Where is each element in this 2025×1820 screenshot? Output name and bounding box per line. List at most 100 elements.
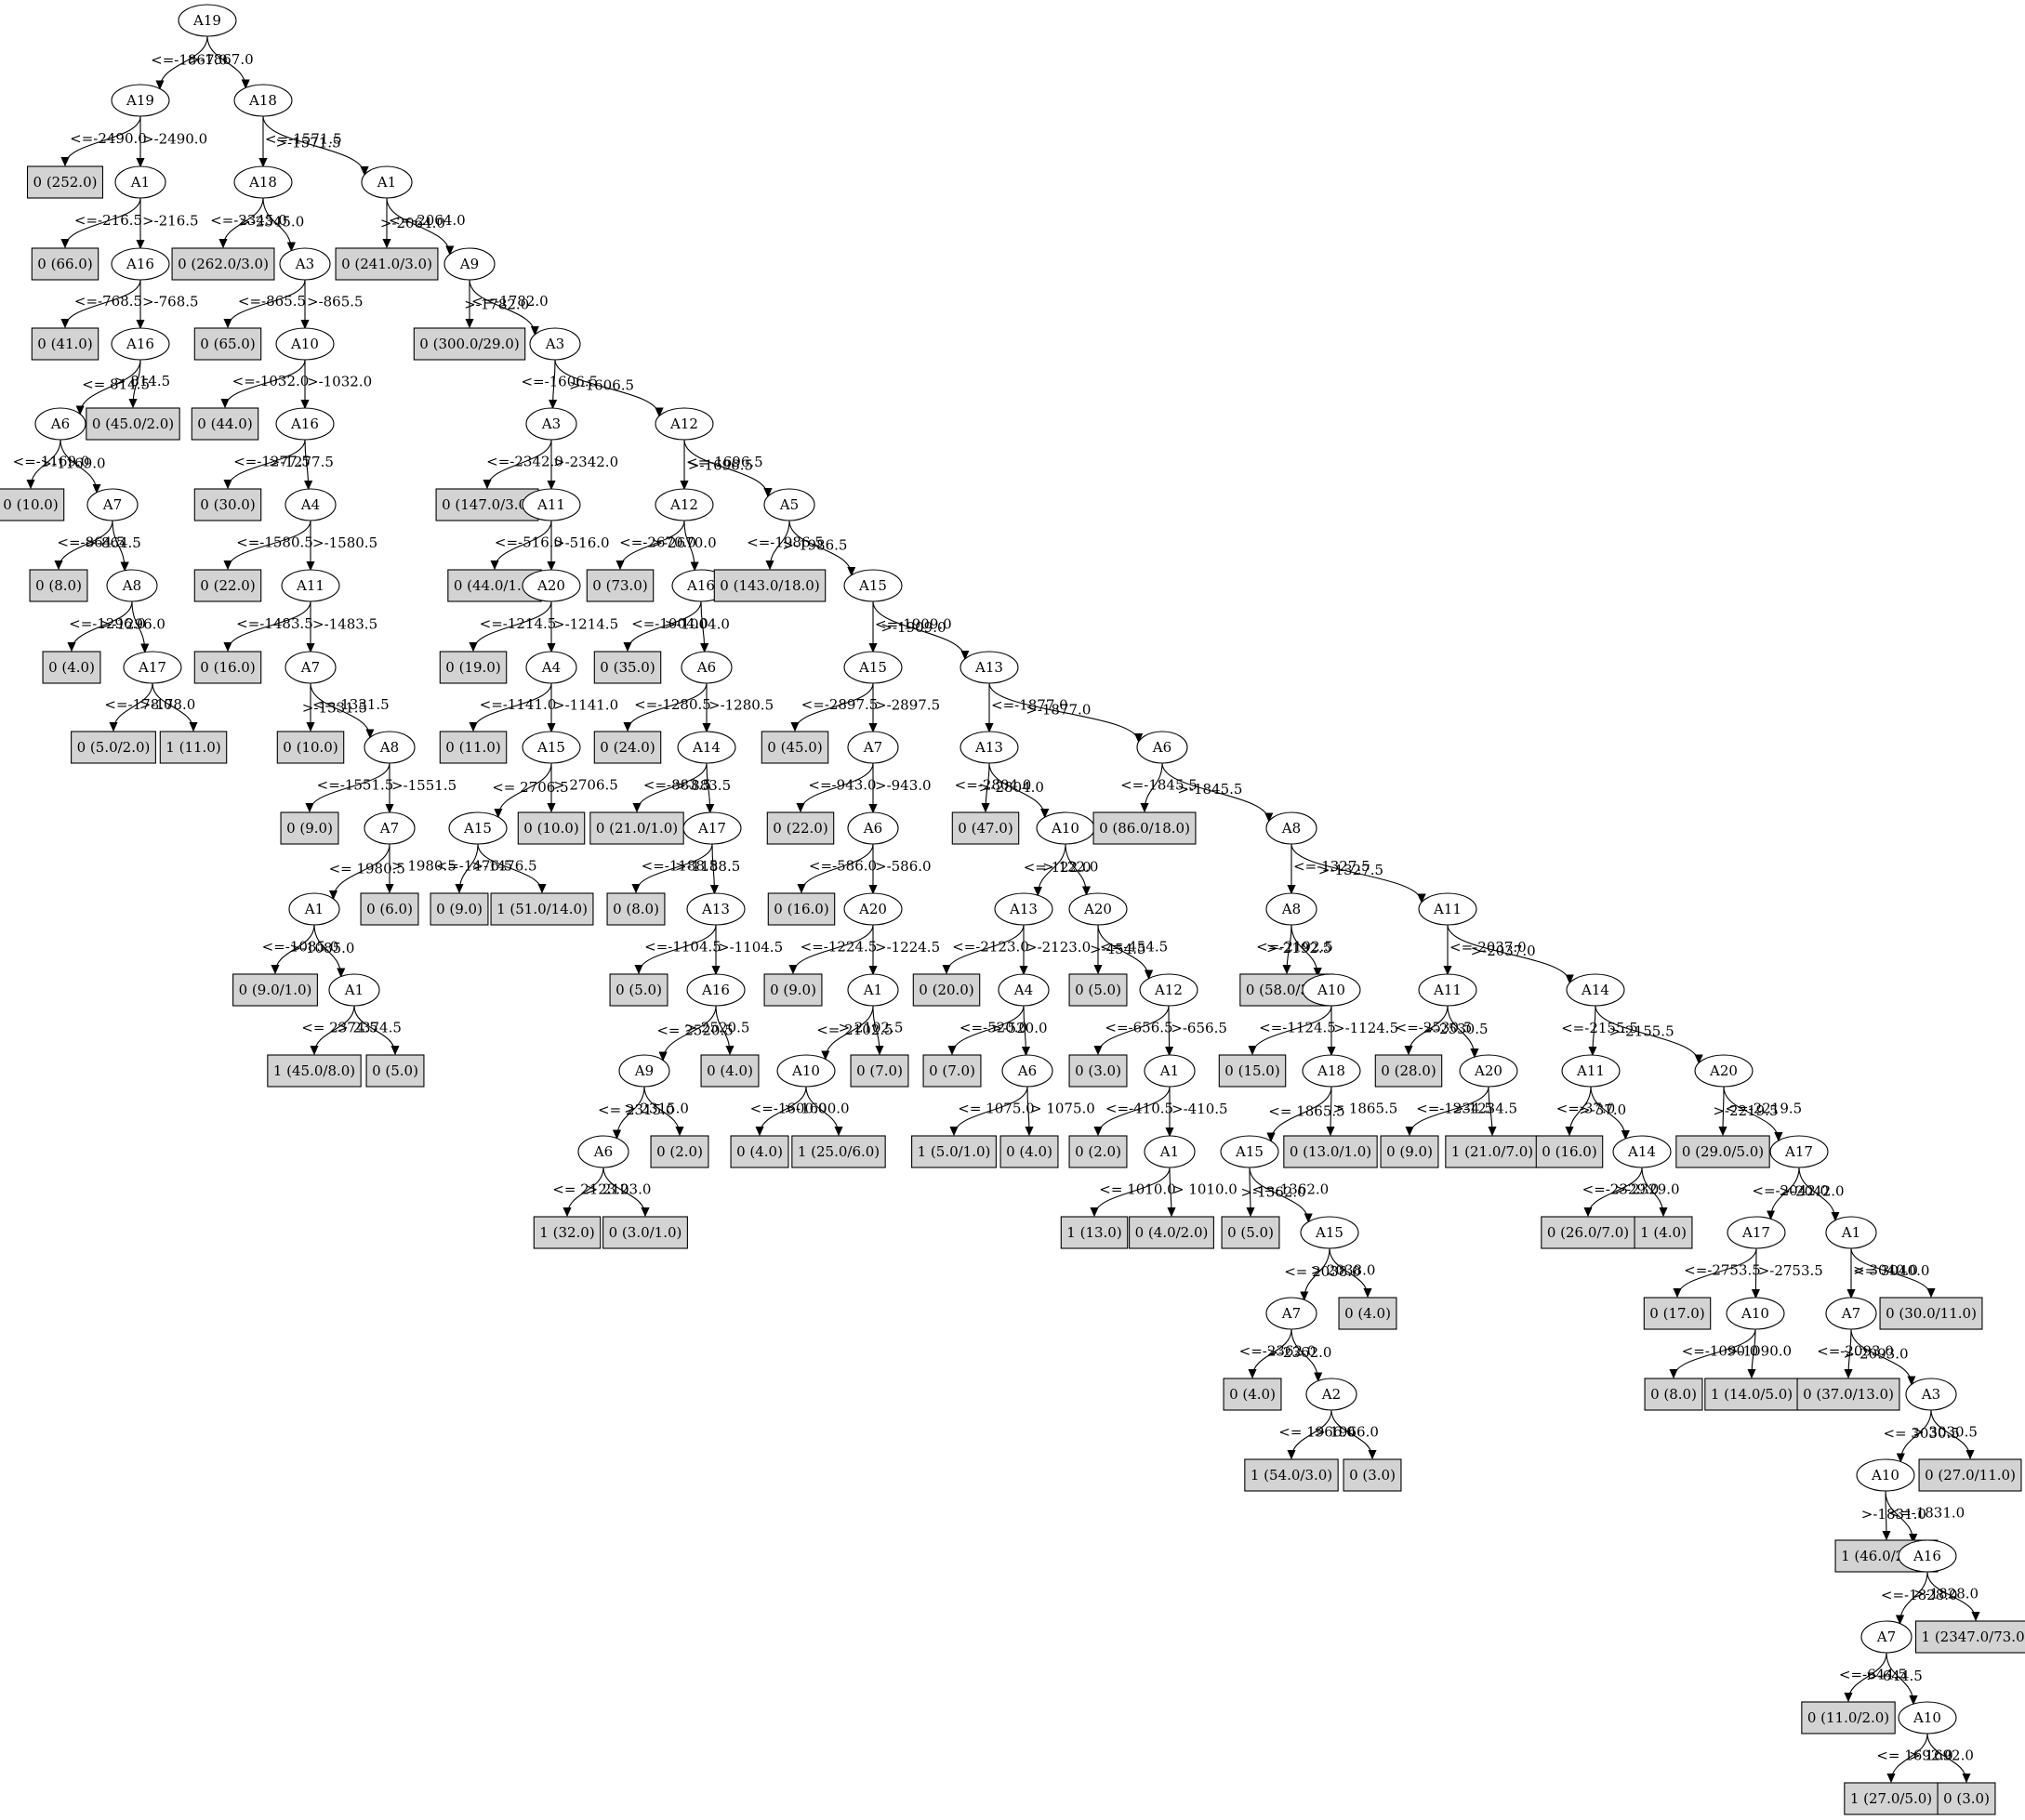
edge-arrow bbox=[1094, 1167, 1171, 1216]
leaf-box bbox=[1796, 1378, 1900, 1411]
leaf-node: 0 (17.0) bbox=[1643, 1297, 1712, 1330]
edge-label: >-520.0 bbox=[991, 1020, 1048, 1036]
edge-label: >-1090.0 bbox=[1727, 1342, 1792, 1359]
edge-arrow bbox=[275, 924, 315, 973]
edge-label: >-178.0 bbox=[139, 696, 196, 713]
leaf-box bbox=[276, 731, 345, 764]
leaf-label: 0 (22.0) bbox=[200, 577, 255, 594]
split-node: A8 bbox=[1265, 811, 1317, 845]
split-label: A6 bbox=[1017, 1062, 1037, 1079]
edge-arrow bbox=[1252, 1005, 1332, 1054]
leaf-box bbox=[86, 407, 180, 441]
leaf-node: 0 (65.0) bbox=[193, 327, 262, 361]
split-node: A3 bbox=[529, 327, 581, 361]
leaf-node: 1 (27.0/5.0) bbox=[1844, 1782, 1939, 1815]
split-ellipse bbox=[1825, 1216, 1877, 1249]
leaf-label: 0 (7.0) bbox=[929, 1062, 975, 1079]
split-ellipse bbox=[847, 731, 899, 764]
split-node: A11 bbox=[1561, 1054, 1621, 1088]
edge-arrow bbox=[683, 439, 768, 496]
leaf-label: 0 (35.0) bbox=[600, 659, 655, 676]
edge-label: <=-216.5 bbox=[74, 212, 142, 229]
edge-arrow bbox=[637, 762, 708, 811]
leaf-node: 0 (20.0) bbox=[912, 973, 981, 1007]
leaf-label: 0 (4.0) bbox=[48, 659, 95, 676]
edge-arrow bbox=[310, 762, 390, 811]
leaf-label: 0 (45.0) bbox=[767, 739, 822, 756]
edge-arrow bbox=[477, 843, 542, 892]
edge-label: > 2038.0 bbox=[1311, 1261, 1376, 1278]
edge-arrow bbox=[1330, 1086, 1331, 1135]
leaf-box bbox=[533, 1216, 602, 1249]
edge-arrow bbox=[1287, 924, 1292, 973]
edge-arrow bbox=[223, 197, 264, 247]
split-node: A15 bbox=[843, 569, 903, 602]
split-ellipse bbox=[34, 407, 86, 441]
split-label: A11 bbox=[536, 496, 565, 513]
edge-label: <= 1966.0 bbox=[1278, 1423, 1355, 1440]
split-label: A18 bbox=[248, 92, 277, 109]
leaf-box bbox=[1643, 1297, 1712, 1330]
edge-arrow bbox=[31, 439, 61, 488]
edge-label: >-2042.0 bbox=[1779, 1183, 1844, 1200]
split-node: A10 bbox=[275, 327, 335, 361]
edge-label: > 1075.0 bbox=[1030, 1100, 1095, 1116]
split-label: A19 bbox=[192, 12, 221, 29]
leaf-node: 0 (30.0) bbox=[193, 488, 262, 521]
leaf-label: 1 (5.0/1.0) bbox=[918, 1143, 991, 1160]
edge-label: <=-1224.5 bbox=[801, 938, 878, 955]
split-ellipse bbox=[1898, 1701, 1957, 1734]
edge-arrow bbox=[459, 843, 479, 892]
leaf-label: 0 (45.0/2.0) bbox=[92, 415, 174, 432]
split-label: A8 bbox=[1281, 820, 1301, 837]
leaf-box bbox=[1221, 1216, 1280, 1249]
split-ellipse bbox=[1905, 1378, 1957, 1411]
leaf-box bbox=[1244, 1458, 1339, 1492]
leaf-label: 0 (30.0/11.0) bbox=[1886, 1305, 1977, 1322]
leaf-node: 0 (9.0/1.0) bbox=[232, 973, 318, 1007]
edge-label: <=-178.0 bbox=[104, 696, 172, 713]
leaf-label: 0 (11.0/2.0) bbox=[1807, 1709, 1889, 1726]
split-node: A20 bbox=[522, 569, 581, 602]
leaf-box bbox=[1092, 811, 1197, 845]
leaf-box bbox=[413, 327, 526, 361]
leaf-box bbox=[42, 651, 101, 684]
leaf-node: 0 (4.0/2.0) bbox=[1129, 1216, 1214, 1249]
edge-arrow bbox=[801, 843, 874, 892]
edge-arrow bbox=[1723, 1086, 1724, 1135]
edge-label: <= 2123.0 bbox=[552, 1180, 629, 1197]
split-ellipse bbox=[522, 731, 581, 764]
edge-arrow bbox=[1447, 924, 1569, 983]
split-node: A8 bbox=[1265, 892, 1317, 926]
split-node: A20 bbox=[1459, 1054, 1518, 1088]
split-node: A1 bbox=[1144, 1054, 1196, 1088]
edge-label: >-1986.5 bbox=[782, 536, 847, 553]
edge-label: >-644.5 bbox=[1866, 1668, 1923, 1684]
split-ellipse bbox=[106, 569, 158, 602]
leaf-box bbox=[763, 973, 823, 1007]
split-node: A15 bbox=[1220, 1135, 1279, 1168]
split-label: A17 bbox=[138, 659, 166, 676]
edge-arrow bbox=[228, 279, 306, 327]
leaf-node: 1 (45.0/8.0) bbox=[267, 1054, 362, 1088]
edge-label: <=-1600.0 bbox=[750, 1100, 827, 1116]
edge-arrow bbox=[1098, 1005, 1170, 1054]
leaf-box bbox=[586, 569, 655, 602]
split-ellipse bbox=[960, 731, 1019, 764]
split-node: A10 bbox=[1856, 1458, 1915, 1492]
leaf-node: 0 (8.0) bbox=[29, 569, 88, 602]
leaf-node: 0 (143.0/18.0) bbox=[713, 569, 827, 602]
split-node: A9 bbox=[443, 247, 496, 281]
edge-label: <=-1277.5 bbox=[233, 453, 311, 469]
split-node: A16 bbox=[686, 973, 746, 1007]
split-label: A11 bbox=[1433, 901, 1462, 917]
edge-arrow bbox=[1798, 1167, 1835, 1220]
edge-arrow bbox=[386, 197, 450, 255]
leaf-box bbox=[1218, 1054, 1287, 1088]
edge-arrow bbox=[567, 1167, 604, 1216]
split-node: A6 bbox=[1001, 1054, 1053, 1088]
edge-label: >-2192.5 bbox=[1266, 940, 1331, 956]
split-label: A11 bbox=[296, 577, 324, 594]
leaf-label: 1 (45.0/8.0) bbox=[273, 1062, 355, 1079]
split-node: A11 bbox=[522, 488, 581, 521]
